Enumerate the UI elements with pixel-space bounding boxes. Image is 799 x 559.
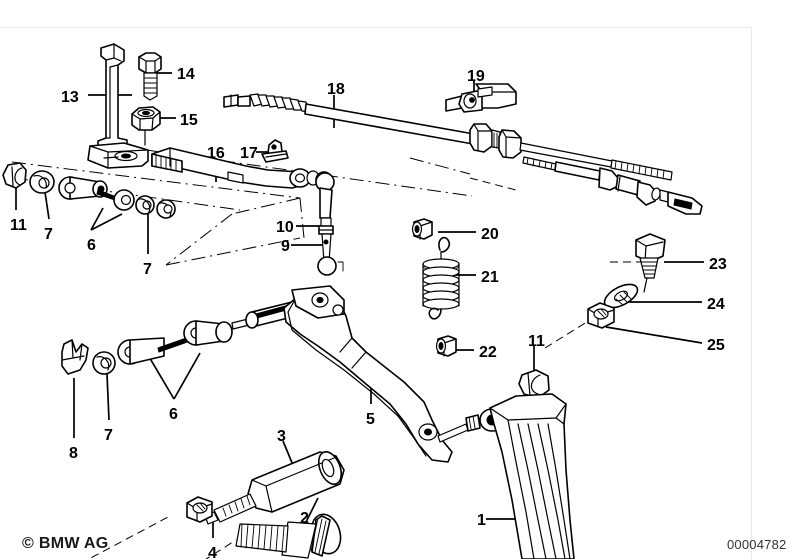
part-3-damper-buffer <box>204 450 345 525</box>
part-15-hex-nut <box>131 106 161 131</box>
callout-15: 15 <box>180 112 198 129</box>
part-22-nut <box>435 335 457 357</box>
callout-10: 10 <box>276 219 294 236</box>
callout-25: 25 <box>707 337 725 354</box>
callout-16: 16 <box>207 145 225 162</box>
callout-7-upper-right: 7 <box>143 261 152 278</box>
callout-14: 14 <box>177 66 195 83</box>
part-1-accelerator-pedal-pad <box>489 393 575 559</box>
callout-17: 17 <box>240 145 258 162</box>
callout-4: 4 <box>208 545 217 559</box>
part-13-pedal-bracket <box>87 43 149 169</box>
part-14-hex-bolt <box>138 52 162 101</box>
callout-11-right: 11 <box>528 333 545 350</box>
callout-8: 8 <box>69 445 78 462</box>
callout-22: 22 <box>479 344 497 361</box>
diagram-part-number: 00004782 <box>727 537 787 552</box>
callout-24: 24 <box>707 296 725 313</box>
part-19-cable-end-fitting <box>445 83 517 113</box>
callout-11-left: 11 <box>10 217 27 234</box>
callout-9: 9 <box>281 238 290 255</box>
callout-3: 3 <box>277 428 286 445</box>
cable-spring-boot <box>249 93 311 113</box>
copyright-notice: © BMW AG <box>22 535 109 552</box>
part-23-stop-bolt <box>635 233 666 293</box>
lower-linkage-row <box>61 297 310 375</box>
part-2-pan-head-screw <box>235 513 342 559</box>
callout-2: 2 <box>300 510 309 527</box>
part-20-nut <box>411 218 433 240</box>
part-21-return-spring <box>422 236 460 320</box>
left-linkage-row <box>2 162 176 219</box>
part-9-10-connecting-rod <box>315 172 344 276</box>
part-25-clamping-nut <box>587 302 615 329</box>
callout-6-lower: 6 <box>169 406 178 423</box>
callout-13: 13 <box>61 89 79 106</box>
part-5-pedal-lever-arm <box>283 285 505 463</box>
callout-18: 18 <box>327 81 345 98</box>
part-16-shaft-lever <box>151 147 333 189</box>
callout-1: 1 <box>477 512 486 529</box>
callout-21: 21 <box>481 269 499 286</box>
callout-7-lower: 7 <box>104 427 113 444</box>
callout-20: 20 <box>481 226 499 243</box>
callout-6-upper: 6 <box>87 237 96 254</box>
callout-19: 19 <box>467 68 485 85</box>
part-4-hex-nut <box>186 496 213 523</box>
callout-7-upper-left: 7 <box>44 226 53 243</box>
callout-5: 5 <box>366 411 375 428</box>
part-17-clamp-bracket <box>261 139 289 163</box>
part-18-bowden-cable <box>223 93 703 215</box>
callout-23: 23 <box>709 256 727 273</box>
